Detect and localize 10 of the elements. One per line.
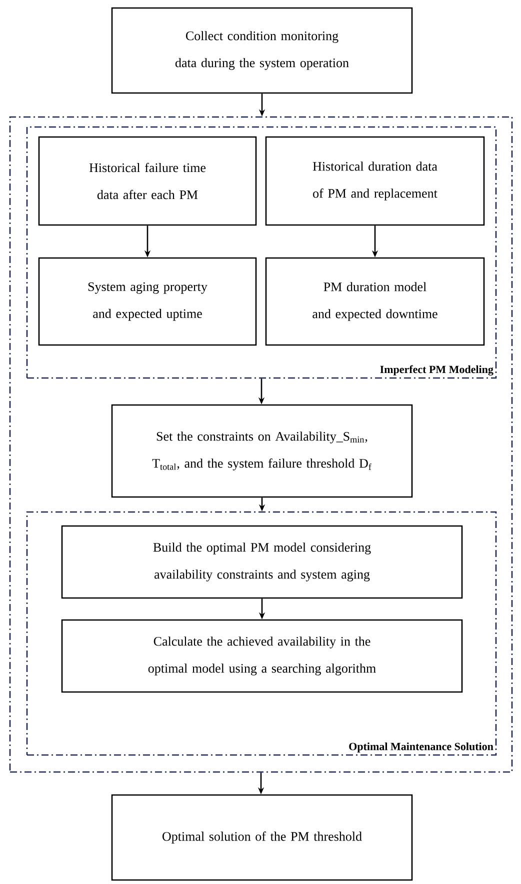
process-box: Historical failure time data after each PM [38, 136, 257, 226]
process-box: Collect condition monitoring data during the system operation [111, 7, 413, 94]
process-box: Build the optimal PM model considering availability constraints and system aging [61, 525, 463, 599]
process-box: Set the constraints on Availability_S$_{min}$, T$_{total}$, and the system failure threshold D$_{f}$ [111, 404, 413, 498]
process-box: Optimal solution of the PM threshold [111, 794, 413, 881]
dashed-frame [9, 116, 513, 773]
process-box: PM duration model and expected downtime [265, 257, 485, 346]
process-box: Historical duration data of PM and replacement [265, 136, 485, 226]
process-box: System aging property and expected uptime [38, 257, 257, 346]
process-box: Calculate the achieved availability in the optimal model using a searching algorithm [61, 619, 463, 693]
